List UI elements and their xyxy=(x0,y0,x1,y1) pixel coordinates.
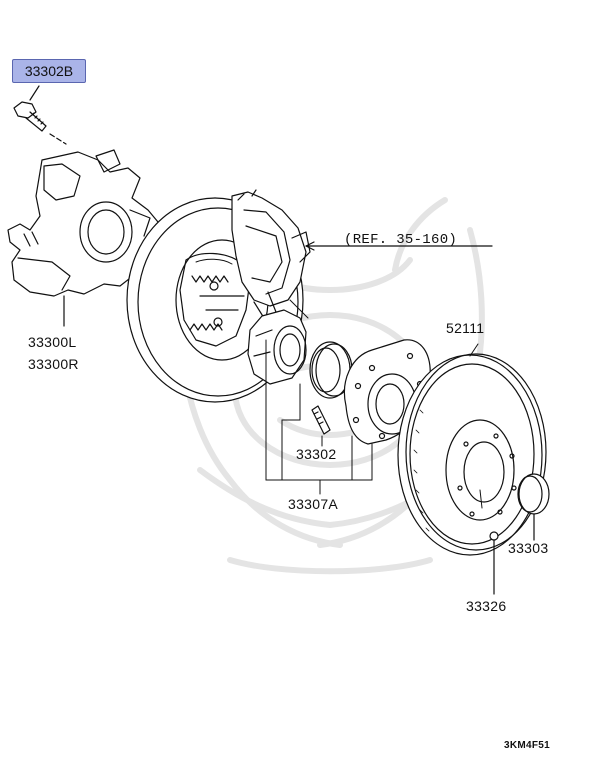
leader-lines xyxy=(265,299,483,509)
dust-cap-33303 xyxy=(517,473,550,541)
brake-disc-52111 xyxy=(397,353,547,556)
bolt-33302B xyxy=(13,85,67,145)
hub-bearing xyxy=(247,309,307,385)
knuckle-33300 xyxy=(7,149,159,327)
part-label-33302B[interactable]: 33302B xyxy=(12,59,86,83)
part-label-52111[interactable]: 52111 xyxy=(446,320,485,336)
part-label-33302[interactable]: 33302 xyxy=(296,446,337,462)
part-label-33300L[interactable]: 33300L xyxy=(28,334,77,350)
part-label-33300R[interactable]: 33300R xyxy=(28,356,79,372)
part-label-33303[interactable]: 33303 xyxy=(508,540,549,556)
screw-33326 xyxy=(489,531,499,595)
part-label-33326[interactable]: 33326 xyxy=(466,598,507,614)
part-label-33307A[interactable]: 33307A xyxy=(288,496,339,512)
diagram-code: 3KM4F51 xyxy=(504,740,551,751)
reference-label[interactable]: (REF. 35-160) xyxy=(344,232,458,248)
brake-caliper xyxy=(231,189,493,319)
wheel-stud-33302 xyxy=(311,405,331,435)
